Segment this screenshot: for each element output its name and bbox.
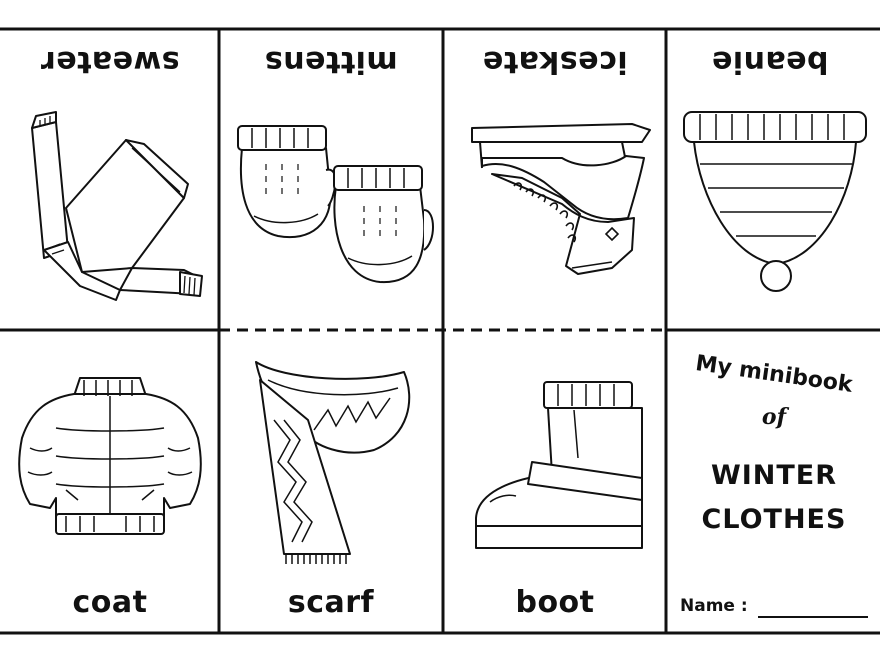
scarf-icon	[244, 350, 420, 570]
word-boot: boot	[515, 585, 595, 620]
cover-title-line4: CLOTHES	[701, 504, 847, 535]
coat-icon	[10, 368, 210, 538]
mittens-icon	[230, 118, 435, 298]
sweater-icon	[20, 100, 210, 310]
name-input-line[interactable]	[758, 616, 868, 618]
cover-title-line2: of	[761, 404, 787, 430]
beanie-icon	[680, 108, 870, 298]
word-mittens: mittens	[264, 44, 398, 79]
word-coat: coat	[72, 585, 148, 620]
word-beanie: beanie	[711, 44, 829, 79]
word-iceskate: iceskate	[482, 44, 628, 79]
cover-title-line3: WINTER	[710, 460, 838, 491]
boot-icon	[468, 378, 654, 558]
word-scarf: scarf	[287, 585, 375, 620]
name-label: Name :	[680, 596, 748, 616]
word-sweater: sweater	[40, 44, 180, 79]
iceskate-icon	[462, 118, 660, 284]
